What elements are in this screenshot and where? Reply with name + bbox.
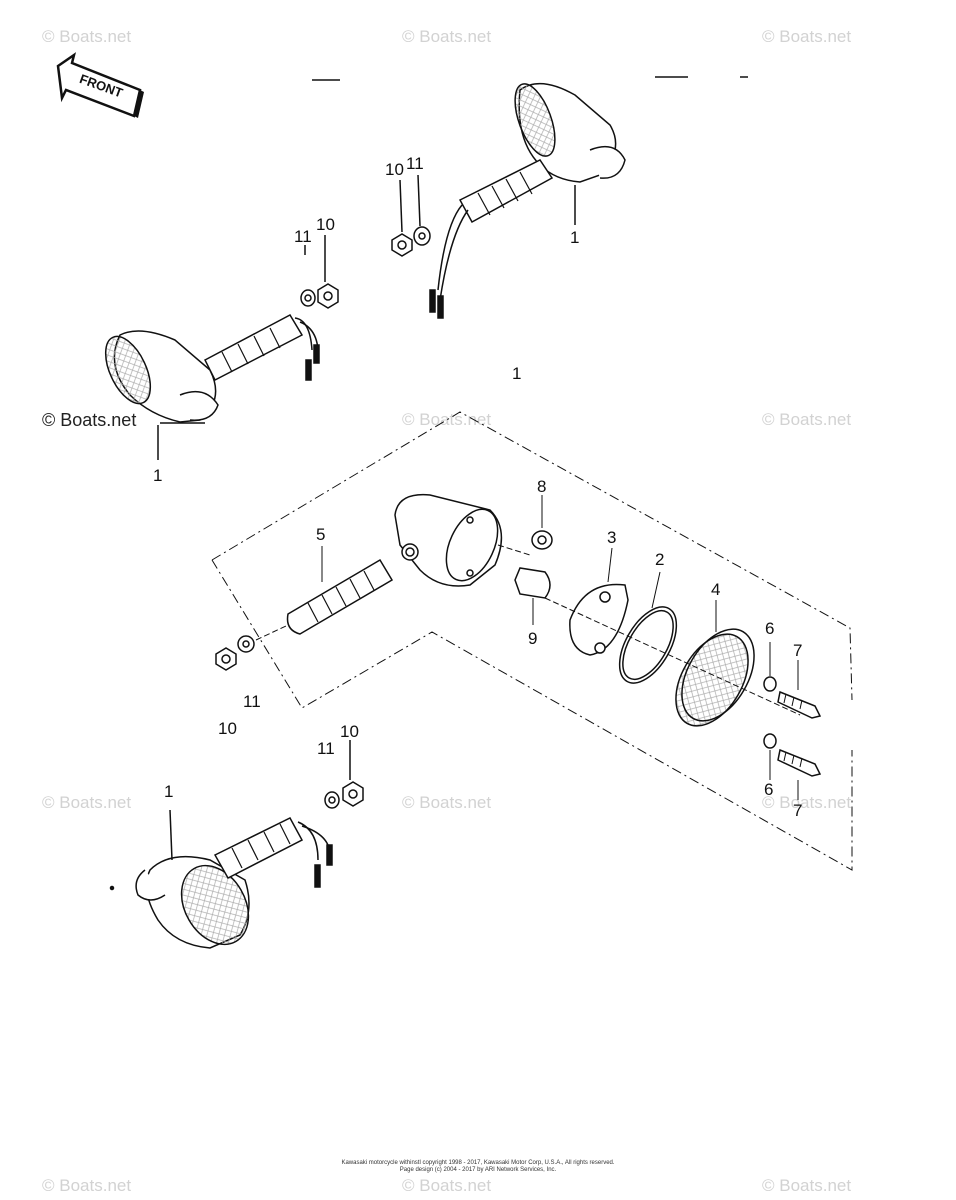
callout-1: 1	[512, 364, 522, 383]
callout-11: 11	[317, 739, 335, 758]
nut-washer-top-right	[391, 174, 431, 257]
callout-1: 1	[570, 228, 580, 247]
callout-11: 11	[243, 692, 261, 711]
turn-signal-assembly-bottom-left	[109, 809, 333, 949]
callout-7: 7	[793, 641, 803, 660]
watermark: © Boats.net	[762, 410, 852, 429]
front-arrow-icon: FRONT	[56, 52, 144, 118]
callout-3: 3	[607, 528, 617, 547]
watermark: © Boats.net	[402, 410, 492, 429]
watermark: © Boats.net	[42, 1176, 132, 1195]
callout-1: 1	[164, 782, 174, 801]
callout-1: 1	[153, 466, 163, 485]
callout-9: 9	[528, 629, 538, 648]
watermark: © Boats.net	[402, 793, 492, 812]
callout-6: 6	[765, 619, 775, 638]
callout-8: 8	[537, 477, 547, 496]
callout-6: 6	[764, 780, 774, 799]
callout-10: 10	[316, 215, 335, 234]
callout-10: 10	[385, 160, 404, 179]
callout-4: 4	[711, 580, 721, 599]
callout-7: 7	[793, 801, 803, 820]
nut-washer-left	[300, 235, 339, 309]
callout-11: 11	[294, 227, 312, 246]
callout-10: 10	[340, 722, 359, 741]
exploded-view-border	[211, 411, 853, 871]
watermark: © Boats.net	[42, 793, 132, 812]
watermark: © Boats.net	[762, 27, 852, 46]
exploded-parts	[215, 493, 822, 800]
turn-signal-assembly-left	[104, 314, 320, 460]
watermark: © Boats.net	[402, 1176, 492, 1195]
copyright-line: Kawasaki motorcycle withinstl copyright …	[341, 1160, 615, 1166]
watermark: © Boats.net	[762, 1176, 852, 1195]
callout-10: 10	[218, 719, 237, 738]
watermark: © Boats.net	[402, 27, 492, 46]
callout-5: 5	[316, 525, 326, 544]
callout-2: 2	[655, 550, 665, 569]
watermark: © Boats.net	[42, 410, 137, 430]
page-design-line: Page design (c) 2004 - 2017 by ARI Netwo…	[399, 1167, 557, 1173]
watermark: © Boats.net	[762, 793, 852, 812]
watermark: © Boats.net	[42, 27, 132, 46]
turn-signal-assembly-top-right	[429, 82, 626, 319]
callout-11: 11	[406, 154, 424, 173]
nut-washer-bottom	[324, 740, 364, 809]
